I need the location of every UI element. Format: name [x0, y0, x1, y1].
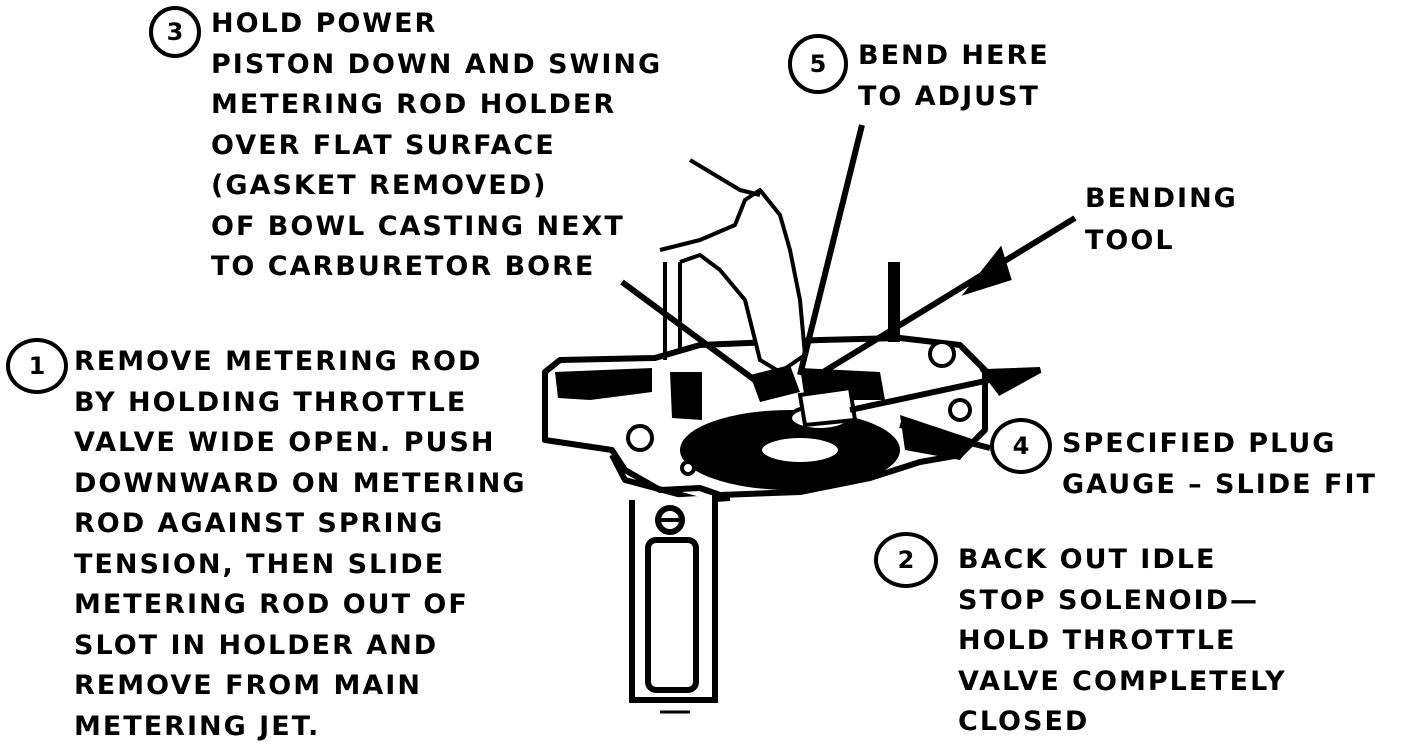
callout-3: 3 HOLD POWER PISTON DOWN AND SWING METER… — [149, 6, 662, 288]
leader-lines — [620, 124, 1077, 451]
callout-4-number: 4 — [990, 418, 1052, 474]
callout-2-number: 2 — [874, 532, 938, 588]
callout-3-text: HOLD POWER PISTON DOWN AND SWING METERIN… — [211, 8, 663, 282]
callout-4: 4 SPECIFIED PLUG GAUGE – SLIDE FIT — [990, 418, 1377, 505]
callout-1-number: 1 — [6, 338, 68, 394]
callout-1-text: REMOVE METERING ROD BY HOLDING THROTTLE … — [74, 346, 527, 742]
hand-drawing — [659, 158, 807, 374]
throttle-body — [629, 495, 718, 714]
metering-rod-holder — [750, 262, 900, 428]
callout-5-number: 5 — [788, 34, 848, 94]
bending-tool-label: BENDING TOOL — [1085, 183, 1238, 256]
callout-2-text: BACK OUT IDLE STOP SOLENOID— HOLD THROTT… — [958, 544, 1287, 737]
callout-3-number: 3 — [149, 6, 201, 58]
callout-2: 2 BACK OUT IDLE STOP SOLENOID— HOLD THRO… — [874, 532, 1287, 743]
callout-5-text: BEND HERE TO ADJUST — [858, 40, 1050, 112]
callout-4-text: SPECIFIED PLUG GAUGE – SLIDE FIT — [1062, 428, 1377, 500]
callout-5: 5 BEND HERE TO ADJUST — [788, 34, 1050, 117]
callout-1: 1 REMOVE METERING ROD BY HOLDING THROTTL… — [6, 338, 527, 747]
